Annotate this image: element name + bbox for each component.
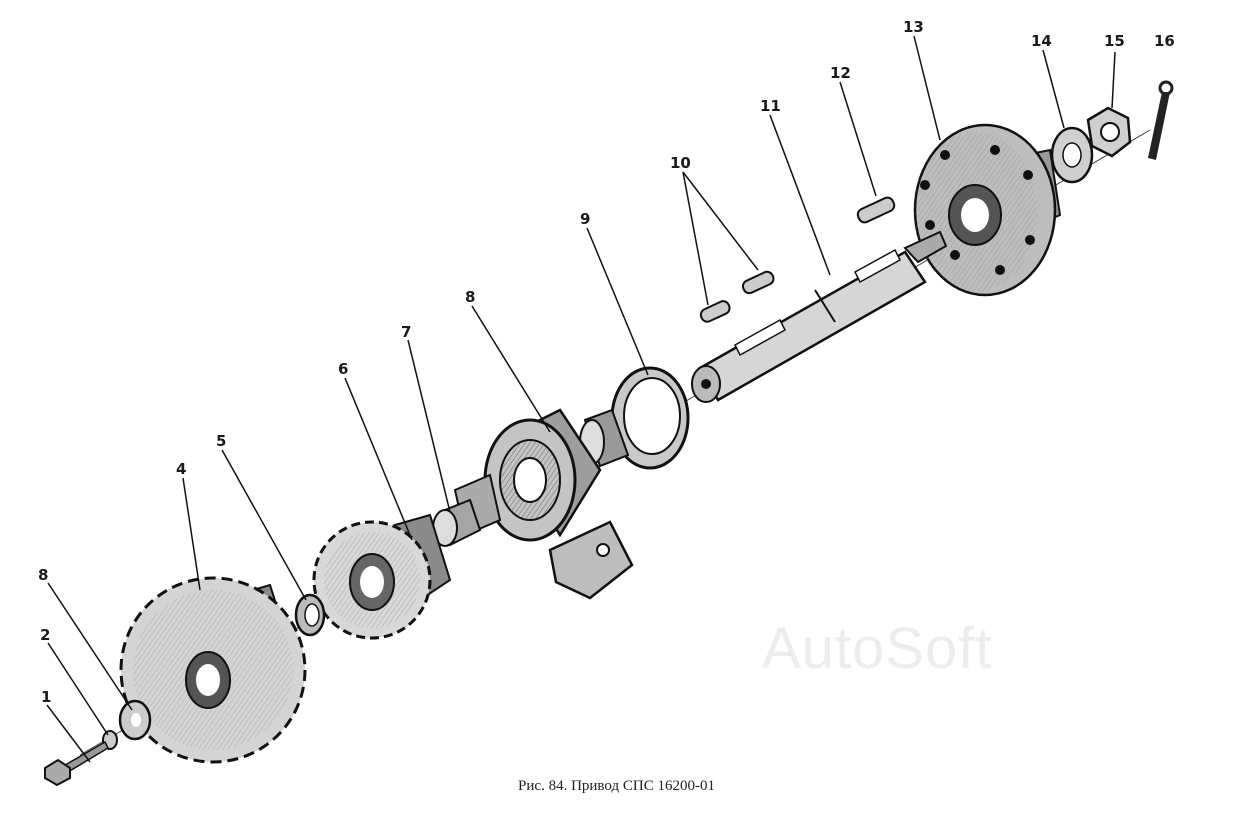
label-6: 6 <box>338 360 348 378</box>
figure-caption: Рис. 84. Привод СПС 16200-01 <box>518 778 715 794</box>
label-15: 15 <box>1104 32 1125 50</box>
label-8-upper: 8 <box>465 288 475 306</box>
label-13: 13 <box>903 18 924 36</box>
inner-race-part <box>579 408 630 468</box>
label-12: 12 <box>830 64 851 82</box>
label-2: 2 <box>40 626 50 644</box>
bearing-housing-part <box>453 408 634 600</box>
label-8-lower: 8 <box>38 566 48 584</box>
large-sprocket-part <box>119 576 307 764</box>
label-4: 4 <box>176 460 186 478</box>
key-part <box>856 196 896 224</box>
label-7: 7 <box>401 323 411 341</box>
cotter-pin-part <box>1148 80 1174 160</box>
small-sprocket-part <box>312 513 452 640</box>
bearing-cup-part <box>610 366 690 470</box>
keys-part <box>699 270 775 323</box>
hub-flange-part <box>913 123 1062 297</box>
label-16: 16 <box>1154 32 1175 50</box>
washer-part <box>1050 126 1094 184</box>
leader-lines <box>46 35 1116 763</box>
castle-nut-part <box>1086 106 1132 158</box>
watermark: AutoSoft <box>762 616 993 681</box>
label-1: 1 <box>41 688 51 706</box>
shaft-part <box>691 230 948 403</box>
label-5: 5 <box>216 432 226 450</box>
spacer-ring-part <box>294 593 326 637</box>
flat-washer-part <box>118 699 152 741</box>
bolt-part <box>44 740 109 787</box>
label-9: 9 <box>580 210 590 228</box>
label-11: 11 <box>760 97 781 115</box>
bushing-part <box>432 498 482 547</box>
label-10: 10 <box>670 154 691 172</box>
label-14: 14 <box>1031 32 1052 50</box>
